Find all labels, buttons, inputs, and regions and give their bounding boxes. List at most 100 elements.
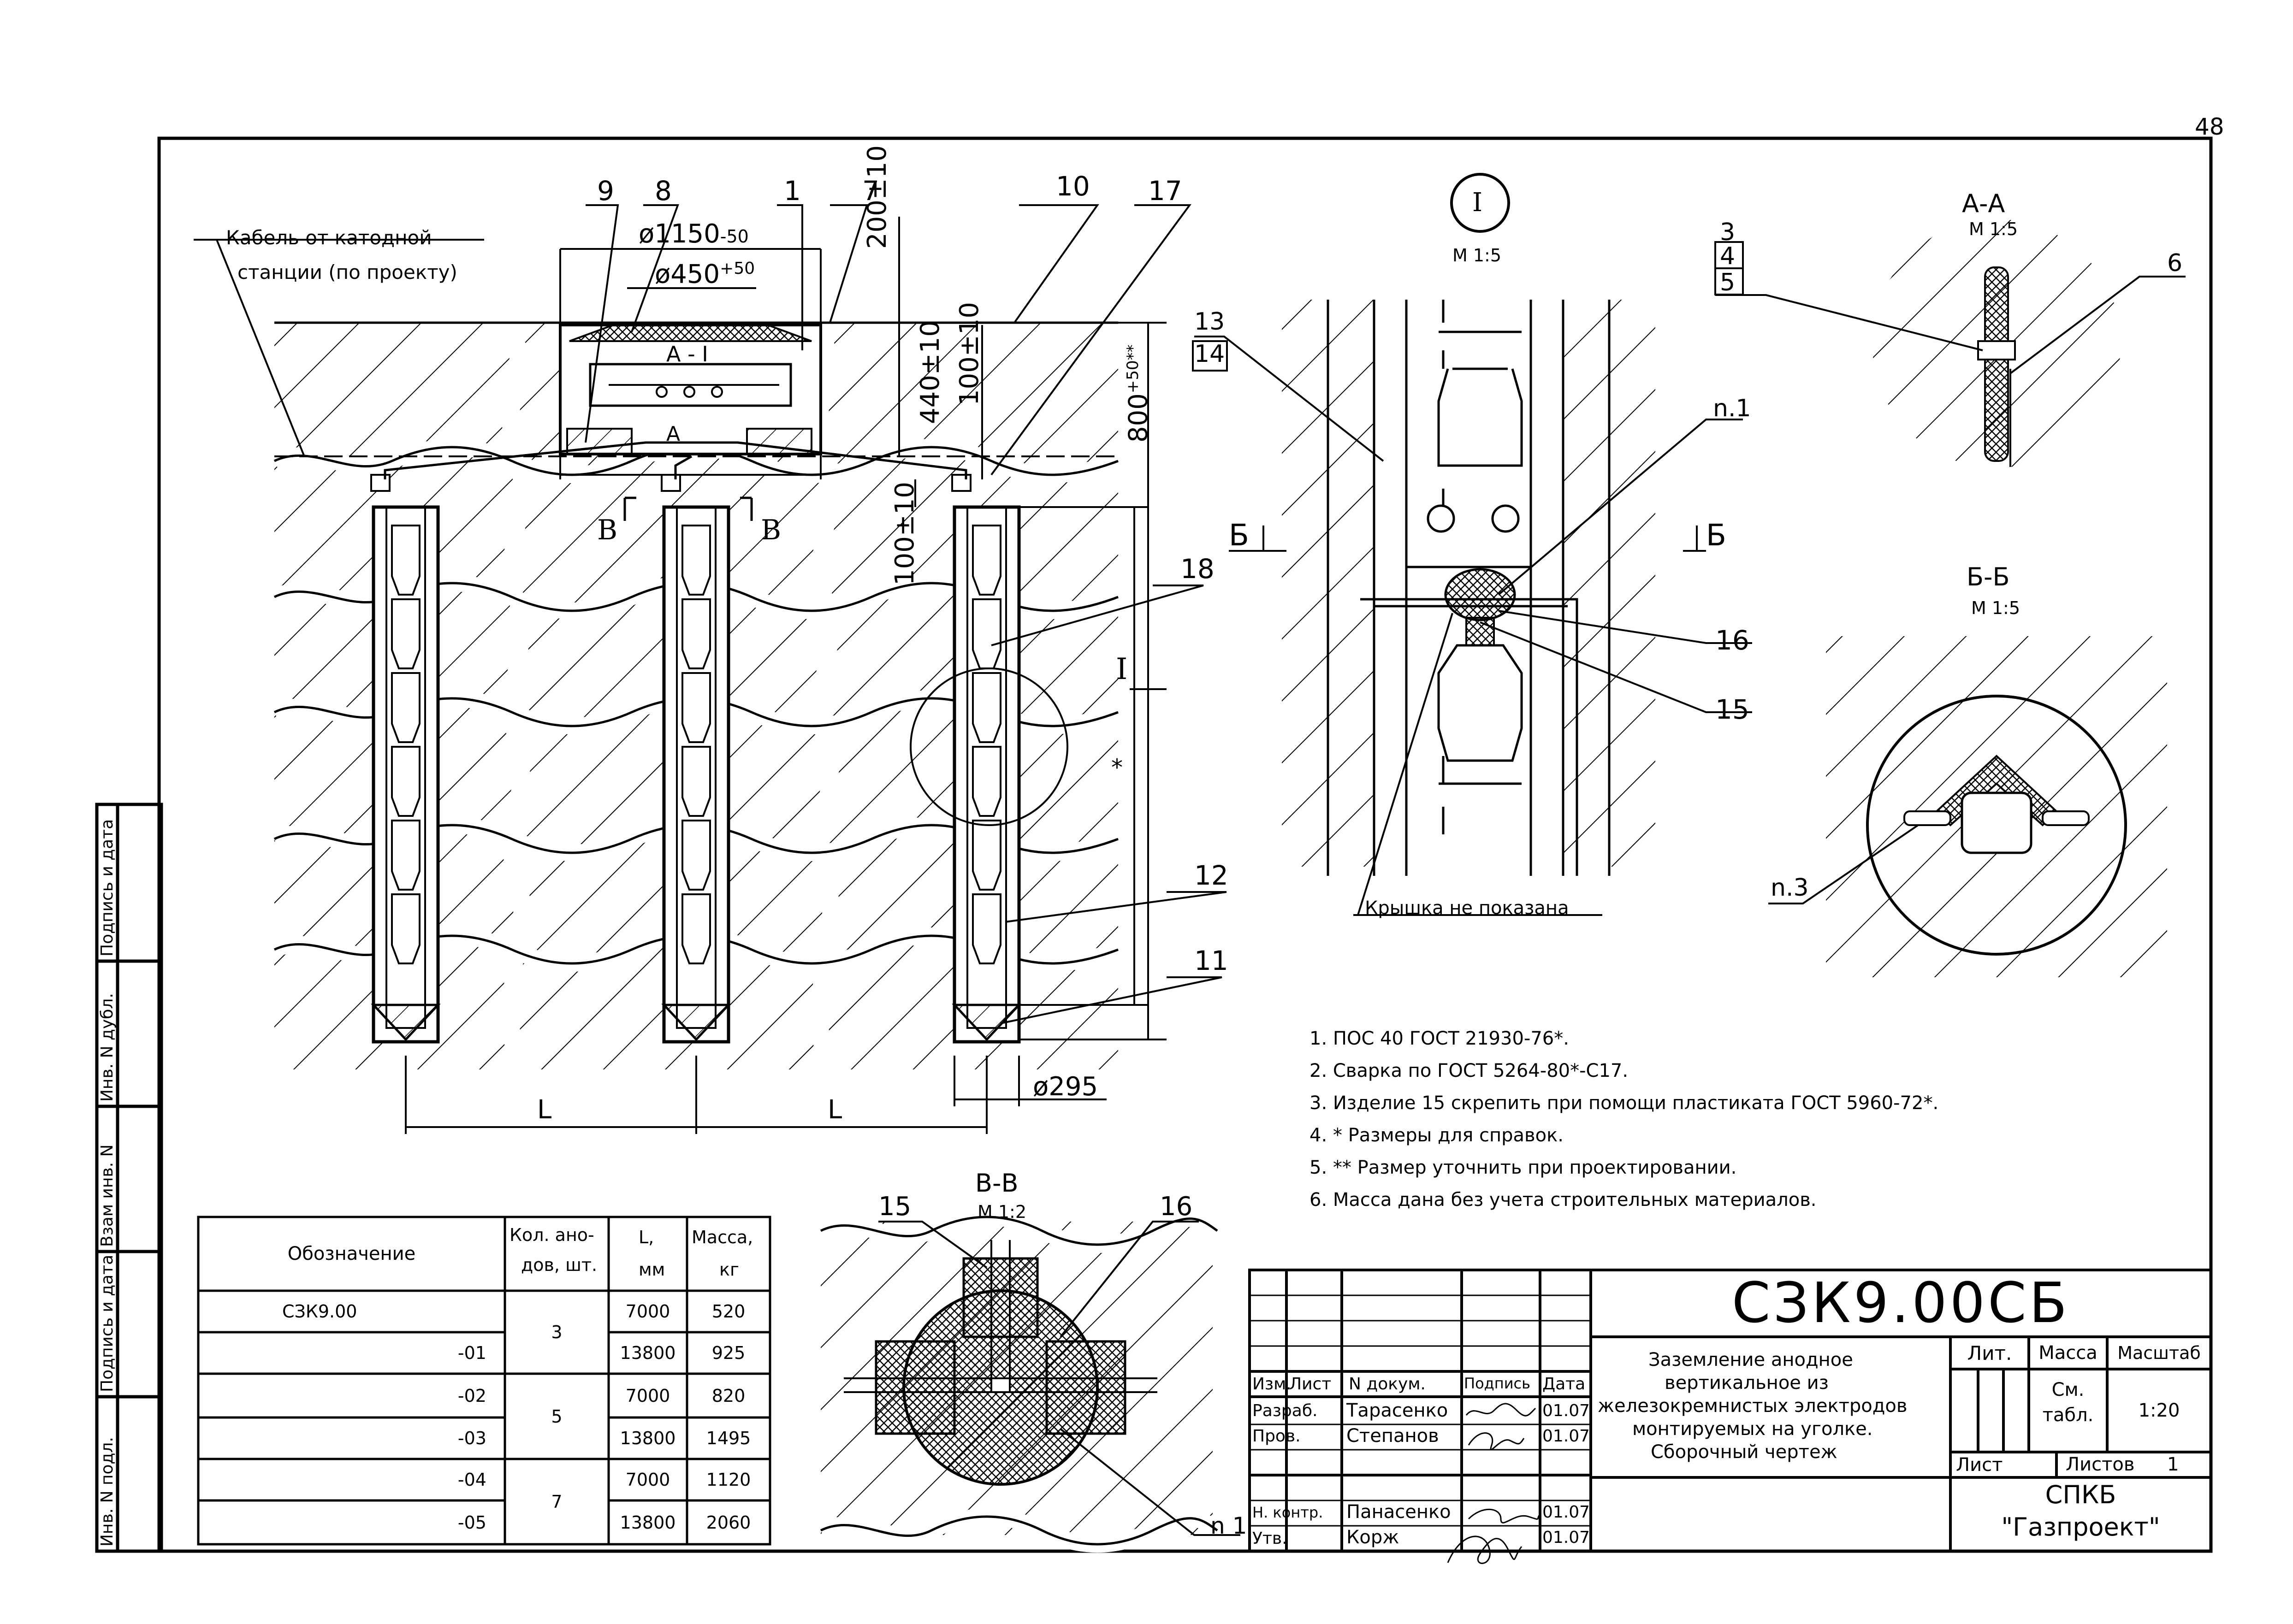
callout-15: 15 [1715, 694, 1749, 725]
drawing-code: СЗК9.00СБ [1731, 1271, 2070, 1335]
callout-15b: 15 [878, 1192, 912, 1222]
cable-label-line2: станции (по проекту) [237, 261, 457, 283]
page-number: 48 [2195, 113, 2224, 140]
role-prov: Пров. [1252, 1427, 1301, 1446]
detail-I-lid-note: Крышка не показана [1365, 898, 1569, 919]
note-6: 6. Масса дана без учета строительных мат… [1309, 1189, 1817, 1211]
callout-13: 13 [1194, 308, 1225, 336]
side-stamp-sign-1: Подпись и дата [98, 1254, 117, 1392]
mark-aa-plan: А - I [666, 342, 708, 366]
date-prov: 01.07 [1542, 1427, 1590, 1446]
mark-a: А [666, 422, 681, 446]
side-stamp-dubl: Инв. N дубл. [98, 993, 117, 1102]
section-AA-title: А-А [1962, 189, 2005, 218]
mark-b-right: Б [1706, 519, 1726, 553]
callout-3: 3 [1720, 219, 1736, 246]
title-line-2: вертикальное из [1665, 1372, 1829, 1394]
org-line-2: "Газпроект" [2001, 1512, 2160, 1541]
mass-cell: 925 [711, 1343, 746, 1363]
note-4: 4. * Размеры для справок. [1309, 1125, 1564, 1146]
mass-cell: 2060 [706, 1512, 751, 1533]
dim-440: 440±10 [915, 320, 945, 424]
role-razrab: Разраб. [1252, 1401, 1318, 1420]
table-row: -01 [457, 1343, 486, 1363]
mark-b1: В [597, 514, 618, 546]
dim-L1: L [537, 1095, 552, 1125]
dim-800: 800+50** [1123, 344, 1154, 443]
cable-label-line1: Кабель от катодной [226, 226, 432, 249]
title-line-1: Заземление анодное [1648, 1349, 1853, 1370]
callout-7: 7 [862, 175, 879, 207]
th-qty-2: дов, шт. [521, 1255, 598, 1275]
callout-4: 4 [1720, 242, 1736, 270]
title-line-4: монтируемых на уголке. [1632, 1418, 1873, 1440]
note-3: 3. Изделие 15 скрепить при помощи пласти… [1309, 1093, 1939, 1114]
name-razrab: Тарасенко [1346, 1400, 1448, 1421]
detail-I-circle-label: I [1472, 188, 1483, 218]
sheet-frame [95, 136, 2213, 1553]
dim-star: * [1111, 754, 1123, 781]
date-utv: 01.07 [1542, 1528, 1590, 1547]
callout-5: 5 [1720, 269, 1736, 296]
callout-9: 9 [597, 175, 614, 207]
col-date: Дата [1542, 1375, 1586, 1394]
dim-d450: ø450+50 [655, 259, 755, 289]
section-BB-title: Б-Б [1967, 562, 2010, 591]
section-VV [817, 1209, 1240, 1553]
col-izm: Изм. [1252, 1375, 1292, 1394]
callout-n1b: n 1 [1210, 1512, 1247, 1539]
length-cell: 13800 [620, 1343, 676, 1363]
side-stamp-vzam: Взам инв. N [98, 1144, 117, 1247]
qty-cell: 7 [551, 1491, 563, 1512]
callout-8: 8 [655, 175, 672, 207]
callout-16b: 16 [1160, 1192, 1193, 1222]
callout-n3: n.3 [1771, 874, 1809, 902]
length-cell: 13800 [620, 1428, 676, 1448]
mass-label: Масса [2038, 1342, 2097, 1364]
name-utv: Корж [1346, 1527, 1399, 1548]
sheets-label: Листов [2066, 1454, 2135, 1475]
callout-1: 1 [784, 175, 801, 207]
dim-200: 200±10 [862, 145, 892, 249]
callout-11: 11 [1194, 945, 1228, 976]
variants-table-grid [197, 1216, 771, 1546]
name-nkontr: Панасенко [1346, 1501, 1451, 1523]
section-BB [1768, 636, 2167, 977]
callout-n1: n.1 [1713, 395, 1751, 422]
table-row: -02 [457, 1385, 486, 1406]
role-utv: Утв. [1252, 1529, 1287, 1548]
anode-strings [370, 474, 1022, 1044]
detail-I [1194, 173, 1752, 916]
mark-b2: В [761, 514, 782, 546]
dim-L2: L [828, 1095, 842, 1125]
th-length-1: L, [639, 1227, 654, 1247]
mass-cell: 1120 [706, 1470, 751, 1490]
table-row: -05 [457, 1512, 486, 1533]
scale-value: 1:20 [2138, 1400, 2180, 1421]
date-razrab: 01.07 [1542, 1401, 1590, 1420]
title-line-3: железокремнистых электродов [1598, 1395, 1908, 1417]
main-view [194, 204, 1227, 1134]
mass-cell: 520 [711, 1301, 746, 1322]
qty-cell: 3 [551, 1322, 563, 1342]
section-AA-scale: М 1:5 [1969, 219, 2018, 239]
note-5: 5. ** Размер уточнить при проектировании… [1309, 1157, 1737, 1178]
dim-100b: 100±10 [890, 481, 920, 585]
note-1: 1. ПОС 40 ГОСТ 21930-76*. [1309, 1028, 1569, 1049]
col-ndoc: N докум. [1349, 1375, 1426, 1394]
length-cell: 13800 [620, 1512, 676, 1533]
lit-label: Лит. [1967, 1341, 2012, 1364]
length-cell: 7000 [625, 1385, 670, 1406]
th-designation: Обозначение [287, 1243, 416, 1264]
th-length-2: мм [639, 1259, 665, 1280]
sheet-label: Лист [1956, 1454, 2003, 1476]
mass-value-2: табл. [2042, 1405, 2094, 1426]
callout-17: 17 [1148, 175, 1182, 207]
callout-14-box [1192, 340, 1228, 372]
role-nkontr: Н. контр. [1252, 1504, 1323, 1521]
th-mass-2: кг [719, 1259, 739, 1280]
side-stamp-sign-2: Подпись и дата [98, 819, 117, 957]
section-VV-title: В-В [975, 1169, 1019, 1198]
col-list: Лист [1289, 1375, 1332, 1394]
